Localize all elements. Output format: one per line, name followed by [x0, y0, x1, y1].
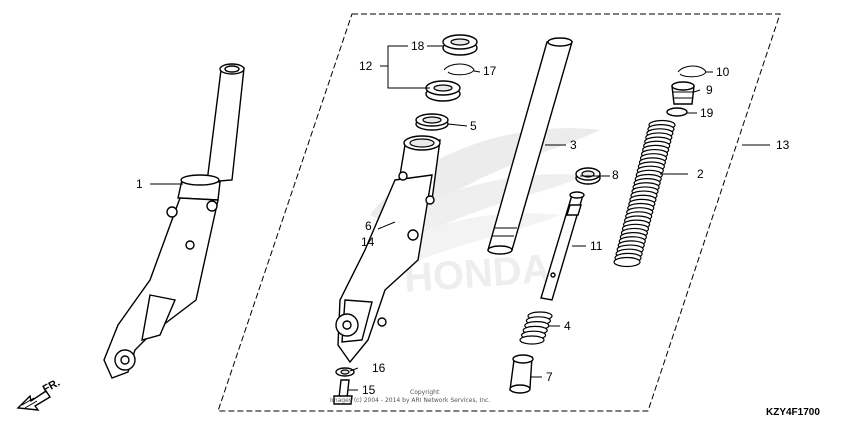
part-18-dust-seal[interactable]	[442, 34, 478, 56]
part-3-fork-pipe[interactable]	[487, 37, 573, 255]
callout-17: 17	[483, 64, 497, 78]
callout-7: 7	[546, 370, 553, 384]
part-1-fork-assembly[interactable]	[103, 63, 245, 379]
part-11-fork-piston[interactable]	[540, 191, 585, 301]
callout-5: 5	[470, 119, 477, 133]
direction-label: FR.	[41, 377, 62, 396]
arrow-front-icon	[16, 390, 51, 411]
callout-19: 19	[700, 106, 714, 120]
spring-coil	[519, 335, 545, 345]
callout-18: 18	[411, 39, 425, 53]
callout-2: 2	[697, 167, 704, 181]
callout-3: 3	[570, 138, 577, 152]
diagram-code: KZY4F1700	[766, 407, 820, 418]
copyright-line-1: Copyright	[410, 389, 440, 396]
callout-11: 11	[590, 239, 603, 253]
callout-12: 12	[359, 59, 373, 73]
copyright-line-2: Images (c) 2004 - 2014 by ARI Network Se…	[330, 397, 490, 404]
callout-8: 8	[612, 168, 619, 182]
part-10-circlip[interactable]	[677, 65, 707, 78]
callout-13: 13	[776, 138, 790, 152]
callout-16: 16	[372, 361, 386, 375]
part-18b-oil-seal[interactable]	[425, 80, 461, 102]
part-6-bottom-case[interactable]	[335, 135, 441, 364]
part-5-washer[interactable]	[415, 113, 449, 131]
kit-boundary	[217, 13, 781, 412]
callout-9: 9	[706, 83, 713, 97]
leader-lines	[150, 45, 770, 391]
part-4-rebound-spring[interactable]	[519, 311, 553, 345]
callout-10: 10	[716, 65, 730, 79]
callout-1: 1	[136, 177, 143, 191]
callout-4: 4	[564, 319, 571, 333]
part-16-sealing-washer[interactable]	[335, 367, 355, 377]
spring-coil	[613, 256, 641, 268]
callout-14: 14	[361, 235, 375, 249]
part-7-oil-lock-piece[interactable]	[509, 354, 534, 394]
part-15-socket-bolt[interactable]	[333, 379, 353, 405]
part-19-o-ring[interactable]	[666, 107, 688, 117]
part-2-fork-spring[interactable]	[613, 119, 676, 268]
honda-watermark-text: HONDA	[403, 247, 552, 301]
callout-labels: 1 2 3 4 5 6 7 8 9 10 11 12 13 14 15 16 1…	[136, 39, 790, 397]
callout-6: 6	[365, 219, 372, 233]
part-17-oil-seal-clip[interactable]	[443, 63, 475, 76]
part-9-spring-collar[interactable]	[671, 81, 695, 105]
callout-15: 15	[362, 383, 376, 397]
